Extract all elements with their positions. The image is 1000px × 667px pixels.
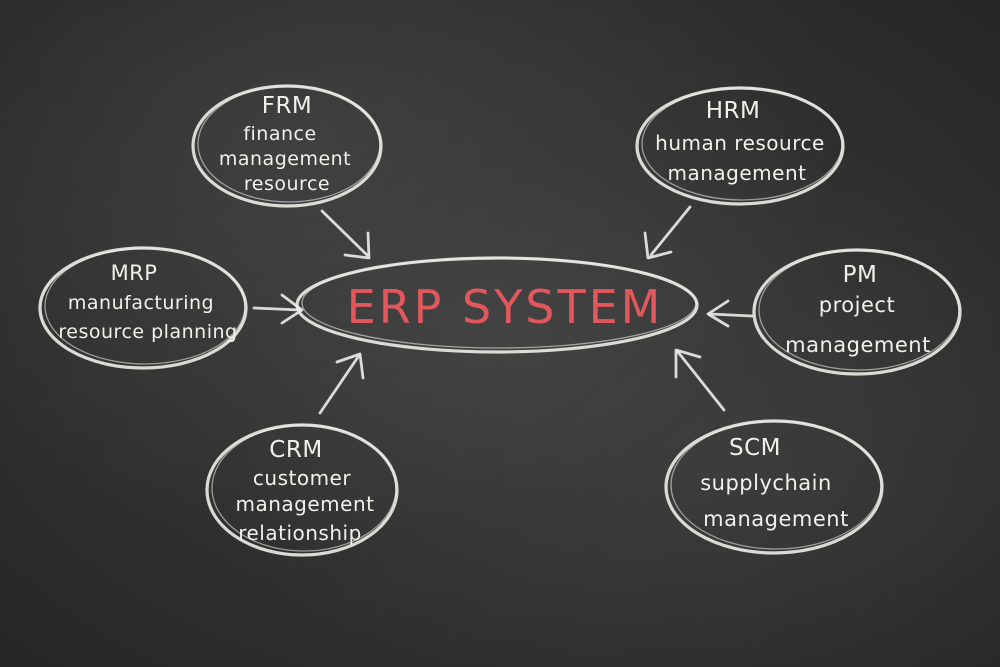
node-mrp-abbr: MRP [111, 261, 158, 285]
center-label: ERP SYSTEM [347, 280, 664, 334]
arrow-scm-to-center [674, 348, 726, 412]
node-scm-abbr: SCM [729, 435, 781, 461]
node-mrp-line-2: resource planning [58, 321, 237, 343]
node-mrp-line-1: manufacturing [68, 292, 214, 314]
node-crm-sketch [211, 424, 397, 552]
arrow-frm-to-center [320, 209, 371, 260]
node-crm: CRM customer management relationship [205, 423, 399, 557]
node-scm: SCM supplychain management [664, 419, 884, 555]
node-scm-sketch [670, 420, 882, 550]
node-frm-line-1: finance [243, 123, 316, 145]
node-hrm-abbr: HRM [706, 98, 761, 124]
node-crm-line-2: management [236, 492, 375, 516]
node-frm-abbr: FRM [262, 93, 313, 119]
center-node: ERP SYSTEM [295, 256, 699, 354]
node-pm-abbr: PM [843, 262, 878, 288]
node-scm-line-1: supplychain [700, 471, 832, 495]
node-crm-line-3: relationship [238, 521, 362, 545]
node-frm-sketch [197, 85, 381, 203]
node-pm-line-1: project [819, 293, 895, 317]
node-hrm-sketch [641, 87, 843, 201]
node-hrm-line-2: management [668, 161, 807, 185]
arrow-mrp-to-center [252, 293, 304, 325]
arrow-pm-to-center [706, 299, 754, 328]
node-crm-abbr: CRM [269, 437, 322, 463]
node-pm-sketch [758, 249, 960, 371]
arrow-crm-to-center [318, 352, 365, 415]
node-frm-line-2: management [219, 148, 351, 170]
node-pm-line-2: management [785, 333, 931, 357]
arrow-hrm-to-center [643, 205, 692, 260]
node-scm-line-2: management [703, 507, 849, 531]
node-hrm: HRM human resource management [635, 86, 845, 206]
node-hrm-line-1: human resource [655, 131, 825, 155]
node-mrp: MRP manufacturing resource planning [38, 246, 248, 370]
node-frm: FRM finance management resource [191, 84, 383, 208]
node-frm-line-3: resource [244, 173, 330, 195]
node-pm: PM project management [752, 248, 962, 376]
node-crm-line-1: customer [253, 466, 351, 490]
node-mrp-sketch [44, 247, 246, 365]
center-ellipse-sketch [301, 257, 697, 349]
